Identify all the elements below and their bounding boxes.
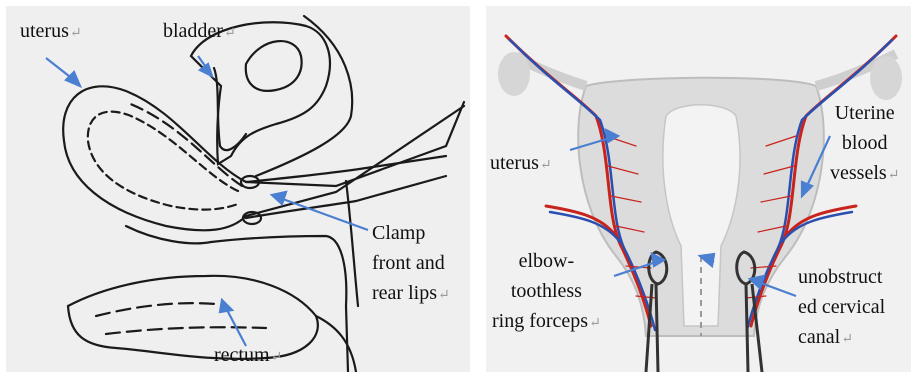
label-uterus-right: uterus↵ (490, 148, 552, 181)
label-bladder: bladder↵ (163, 16, 236, 49)
label-cervical-canal: unobstruct ed cervical canal↵ (798, 262, 885, 355)
sagittal-sketch (6, 6, 470, 372)
bladder-wall (214, 68, 246, 150)
label-uterus-left: uterus↵ (20, 16, 82, 49)
label-ring-forceps: elbow- toothless ring forceps↵ (492, 246, 601, 339)
bladder-inner (246, 41, 302, 91)
left-fimbria (498, 52, 530, 96)
left-diagram-panel: uterus↵ bladder↵ Clamp front and rear li… (6, 6, 470, 372)
label-uterine-blood-vessels: Uterine blood vessels↵ (830, 98, 899, 191)
abdominal-wall (256, 16, 352, 176)
label-rectum: rectum↵ (214, 340, 282, 372)
right-diagram-panel: Uterine blood vessels↵ uterus↵ elbow- to… (486, 6, 911, 372)
right-fimbria (870, 56, 902, 100)
vaginal-wall-upper (246, 156, 446, 182)
label-clamp: Clamp front and rear lips↵ (372, 218, 450, 311)
